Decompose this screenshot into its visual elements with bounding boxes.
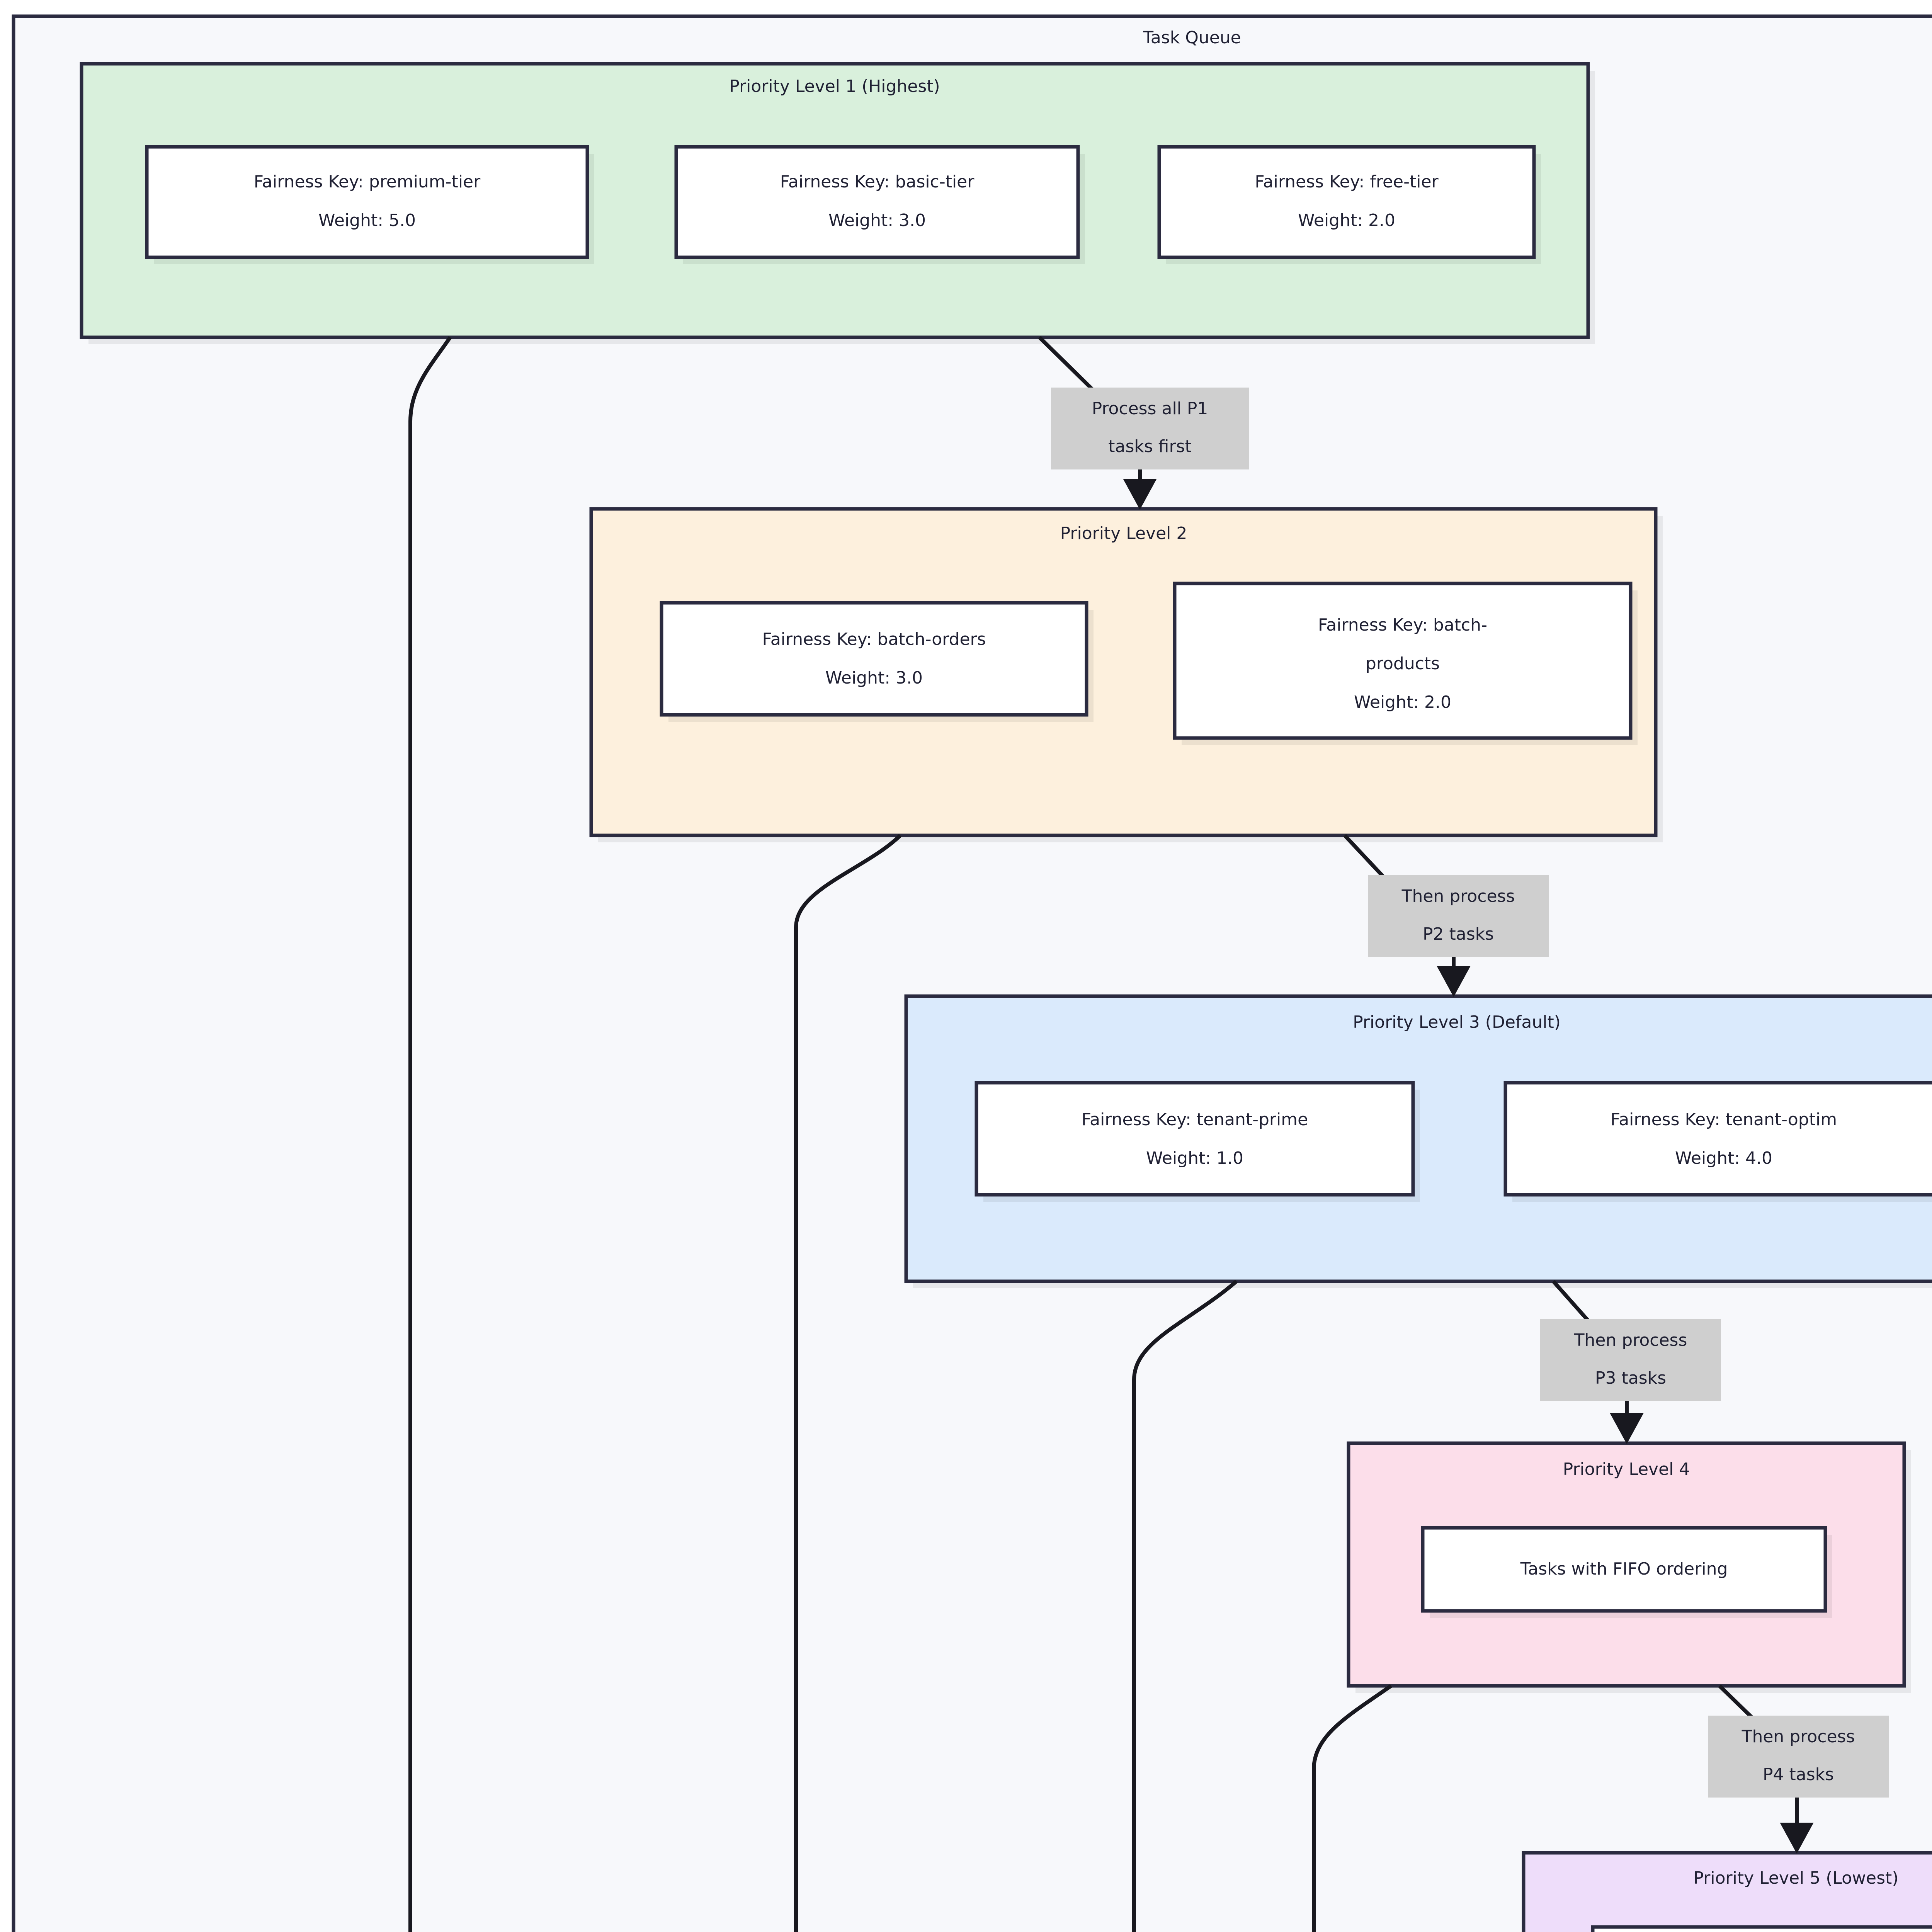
edge-label-3-bg: [1540, 1319, 1721, 1401]
edge-label-2-line-2: P2 tasks: [1423, 924, 1494, 944]
node-p2-batch-orders-weight: Weight: 3.0: [825, 668, 923, 688]
node-p3-tenant-optim[interactable]: [1503, 1081, 1932, 1197]
edge-p4-to-workers: [1312, 1684, 1392, 1932]
node-p3-tenant-prime-weight: Weight: 1.0: [1146, 1148, 1243, 1168]
node-p1-basic-tier-weight: Weight: 3.0: [828, 211, 926, 230]
cluster-priority-5[interactable]: [1522, 1851, 1932, 1932]
node-p1-basic-tier[interactable]: [674, 145, 1080, 259]
edge-p4-to-p5-arrowhead: [1780, 1823, 1814, 1854]
edge-p3-to-workers: [1132, 1280, 1238, 1932]
edge-label-4-bg: [1708, 1716, 1889, 1798]
edge-p3-to-p4-arrowhead: [1610, 1413, 1644, 1444]
edge-label-1-line-1: Process all P1: [1092, 399, 1208, 418]
cluster-priority-4-title: Priority Level 4: [1563, 1459, 1690, 1479]
edge-p2-to-workers: [794, 834, 902, 1932]
node-p1-premium-tier-key: Fairness Key: premium-tier: [254, 172, 481, 192]
node-p3-tenant-prime-key: Fairness Key: tenant-prime: [1082, 1110, 1308, 1129]
node-p2-batch-orders-key: Fairness Key: batch-orders: [762, 629, 986, 649]
node-p1-premium-tier-weight: Weight: 5.0: [318, 211, 416, 230]
edge-label-1-bg: [1051, 388, 1249, 469]
node-p5-fifo[interactable]: [1591, 1925, 1932, 1932]
edge-label-2-line-1: Then process: [1401, 886, 1515, 906]
edge-p1-to-workers: [408, 336, 452, 1932]
node-p4-fifo-label: Tasks with FIFO ordering: [1520, 1559, 1728, 1579]
edge-p2-to-p3-arrowhead: [1437, 966, 1471, 997]
node-p4-fifo[interactable]: [1421, 1526, 1827, 1613]
cluster-priority-1-title: Priority Level 1 (Highest): [729, 77, 940, 96]
node-p2-batch-products-weight: Weight: 2.0: [1354, 692, 1451, 712]
node-p1-premium-tier[interactable]: [145, 145, 589, 259]
node-p2-batch-products-key-1: Fairness Key: batch-: [1318, 615, 1487, 635]
cluster-priority-3-title: Priority Level 3 (Default): [1353, 1012, 1561, 1032]
node-p2-batch-orders[interactable]: [660, 601, 1088, 717]
node-p2-batch-products-key-2: products: [1366, 654, 1440, 673]
node-p3-tenant-optim-weight: Weight: 4.0: [1675, 1148, 1772, 1168]
node-p1-free-tier[interactable]: [1157, 145, 1536, 259]
edge-label-4-line-1: Then process: [1742, 1727, 1855, 1747]
node-p2-batch-products[interactable]: [1173, 582, 1633, 740]
edge-label-3-line-2: P3 tasks: [1595, 1368, 1666, 1388]
task-queue-title: Task Queue: [1143, 28, 1241, 48]
cluster-priority-5-title: Priority Level 5 (Lowest): [1694, 1868, 1899, 1888]
node-p3-tenant-prime[interactable]: [975, 1081, 1415, 1197]
edge-label-3-line-1: Then process: [1574, 1330, 1687, 1350]
edge-label-2-bg: [1368, 875, 1549, 957]
node-p1-free-tier-weight: Weight: 2.0: [1298, 211, 1395, 230]
node-p1-free-tier-key: Fairness Key: free-tier: [1255, 172, 1439, 192]
cluster-priority-2-title: Priority Level 2: [1060, 524, 1187, 543]
edge-label-1-line-2: tasks first: [1108, 437, 1192, 456]
edge-label-4-line-2: P4 tasks: [1763, 1765, 1834, 1784]
edge-p1-to-p2-arrowhead: [1123, 479, 1157, 510]
node-p1-basic-tier-key: Fairness Key: basic-tier: [780, 172, 975, 192]
node-p3-tenant-optim-key: Fairness Key: tenant-optim: [1611, 1110, 1837, 1129]
